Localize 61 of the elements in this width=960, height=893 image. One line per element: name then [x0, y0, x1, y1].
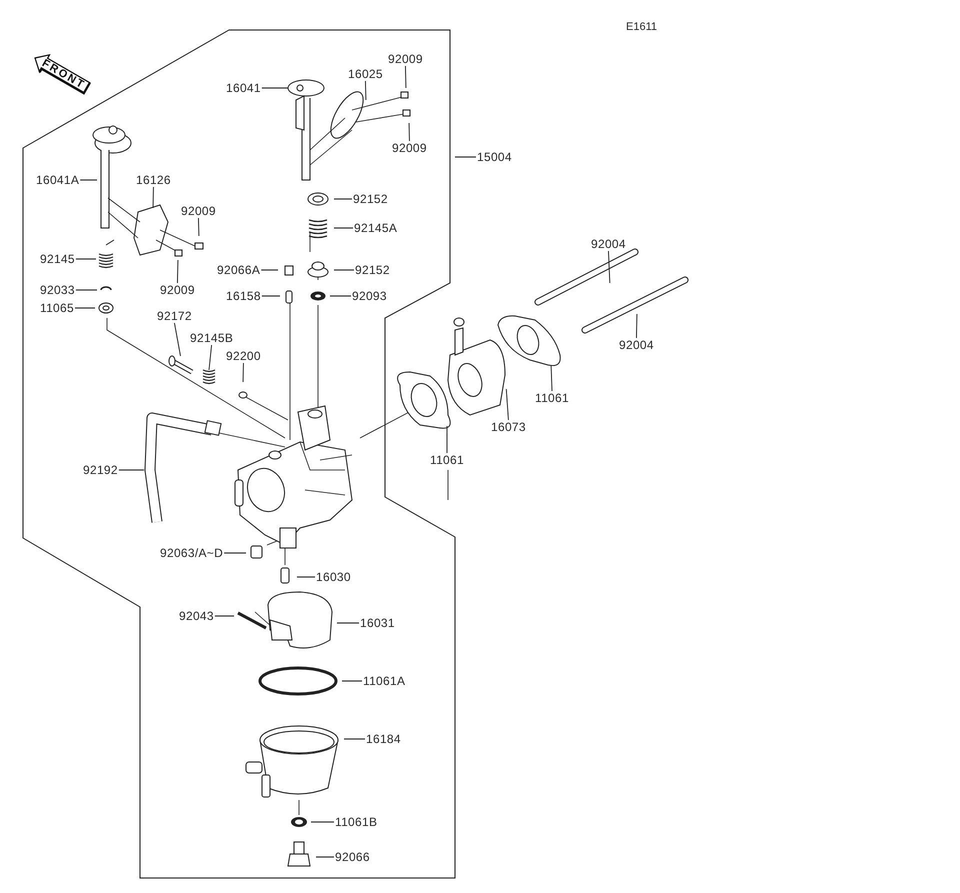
part-number: 11061B: [335, 815, 378, 829]
part-number: 16126: [136, 173, 171, 187]
leader-line: [506, 388, 509, 420]
leader-line: [177, 260, 178, 284]
leader-line: [454, 156, 476, 158]
leader-line: [408, 122, 410, 142]
leader-line: [336, 622, 360, 624]
screw-drawing: [168, 356, 194, 374]
leader-line: [334, 198, 352, 200]
part-number: 16041A: [36, 173, 80, 187]
leader-line: [316, 856, 334, 858]
leader-line: [636, 314, 638, 338]
leader-line: [75, 258, 96, 260]
part-number: 92004: [591, 237, 626, 251]
leader-line: [405, 66, 406, 88]
part-number: 92033: [40, 283, 75, 297]
leader-line: [446, 426, 448, 454]
part-number: 92145: [40, 252, 75, 266]
part-number: 92152: [353, 192, 388, 206]
spring-drawing: [202, 369, 216, 384]
leader-line: [208, 344, 212, 370]
leader-line: [174, 322, 181, 356]
part-number: 92093: [352, 289, 387, 303]
leader-line: [242, 362, 244, 382]
part-number: 11061A: [363, 674, 406, 688]
diagram-code: E1611: [626, 21, 657, 34]
part-number: 16031: [360, 616, 395, 630]
leader-line: [152, 186, 154, 208]
part-number: 16041: [226, 81, 261, 95]
part-number: 11061: [535, 391, 569, 405]
part-number: 92066A: [217, 263, 260, 277]
leader-line: [344, 738, 366, 740]
part-number: 92152: [355, 263, 390, 277]
leader-line: [198, 218, 200, 236]
part-number: 16158: [226, 289, 261, 303]
leader-line: [296, 576, 316, 578]
part-number: 11061: [430, 453, 464, 467]
part-number: 92004: [619, 338, 654, 352]
part-number: 92145A: [354, 221, 398, 235]
part-number: 16025: [348, 67, 383, 81]
part-number: 92063/A~D: [160, 546, 224, 560]
leader-line: [365, 80, 366, 100]
part-number: 92009: [181, 204, 216, 218]
part-number: 11065: [40, 301, 74, 315]
part-number: 92200: [226, 349, 261, 363]
part-number: 92009: [388, 52, 423, 66]
part-number: 16073: [491, 420, 526, 434]
part-number: 16184: [366, 732, 401, 746]
part-number: 15004: [477, 150, 512, 164]
part-number: 92009: [392, 141, 427, 155]
part-number: 92192: [83, 463, 118, 477]
leader-line: [224, 552, 246, 554]
part-number: 16030: [316, 570, 351, 584]
part-number: 92009: [160, 283, 195, 297]
part-number: 92043: [179, 609, 214, 623]
leader-line: [342, 680, 362, 682]
part-number: 92066: [335, 850, 370, 864]
leader-line: [608, 250, 610, 284]
part-number: 92172: [157, 309, 192, 323]
leader-line: [550, 366, 552, 392]
part-number: 92145B: [190, 331, 234, 345]
